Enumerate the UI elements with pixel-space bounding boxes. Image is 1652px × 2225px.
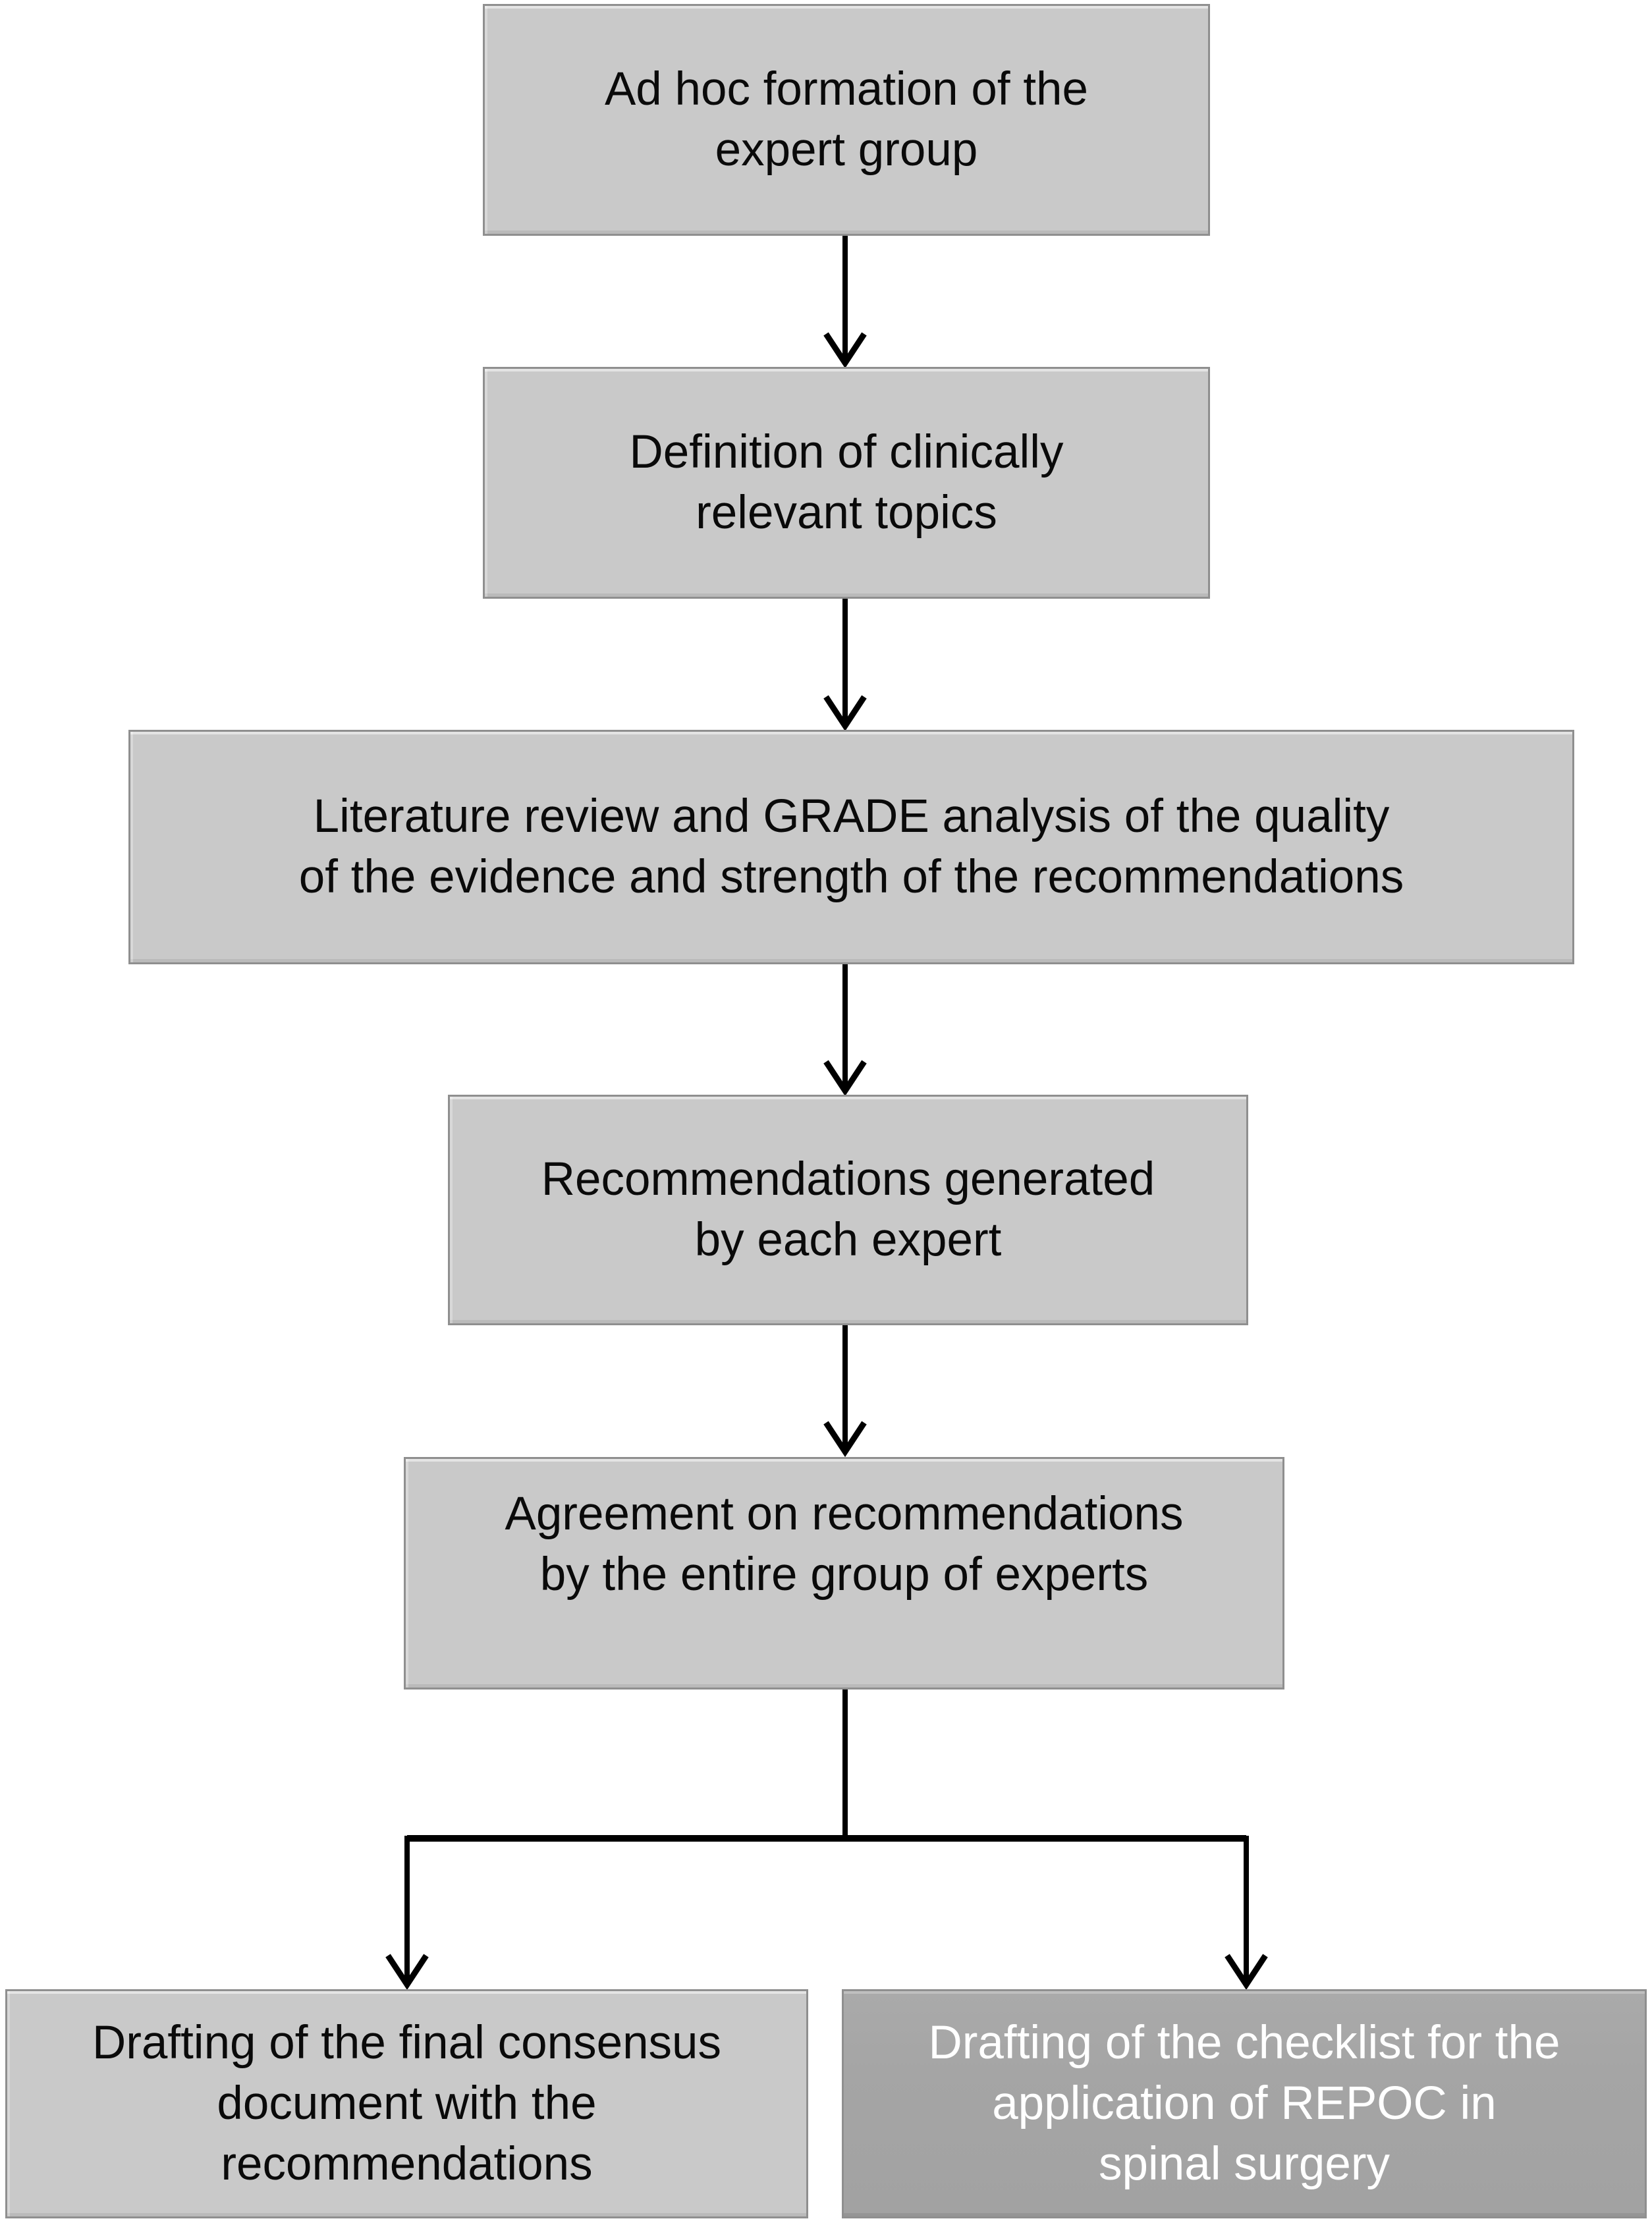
flow-node-consensus-document: Drafting of the final consensus document… (5, 1989, 808, 2218)
flow-node-checklist: Drafting of the checklist for the applic… (842, 1989, 1647, 2218)
flow-node-define-topics: Definition of clinically relevant topics (483, 367, 1210, 599)
flow-node-recommendations: Recommendations generated by each expert (448, 1095, 1248, 1325)
flow-node-agreement: Agreement on recommendations by the enti… (404, 1457, 1284, 1689)
arrow-literature-to-recommendations (823, 964, 867, 1097)
arrow-ad-hoc-to-topics (823, 236, 867, 369)
flow-node-ad-hoc-formation: Ad hoc formation of the expert group (483, 4, 1210, 236)
arrow-topics-to-literature (823, 599, 867, 732)
connector-agreement-split (385, 1689, 1268, 1991)
flow-node-literature-review: Literature review and GRADE analysis of … (128, 730, 1574, 964)
arrow-recommendations-to-agreement (823, 1325, 867, 1458)
